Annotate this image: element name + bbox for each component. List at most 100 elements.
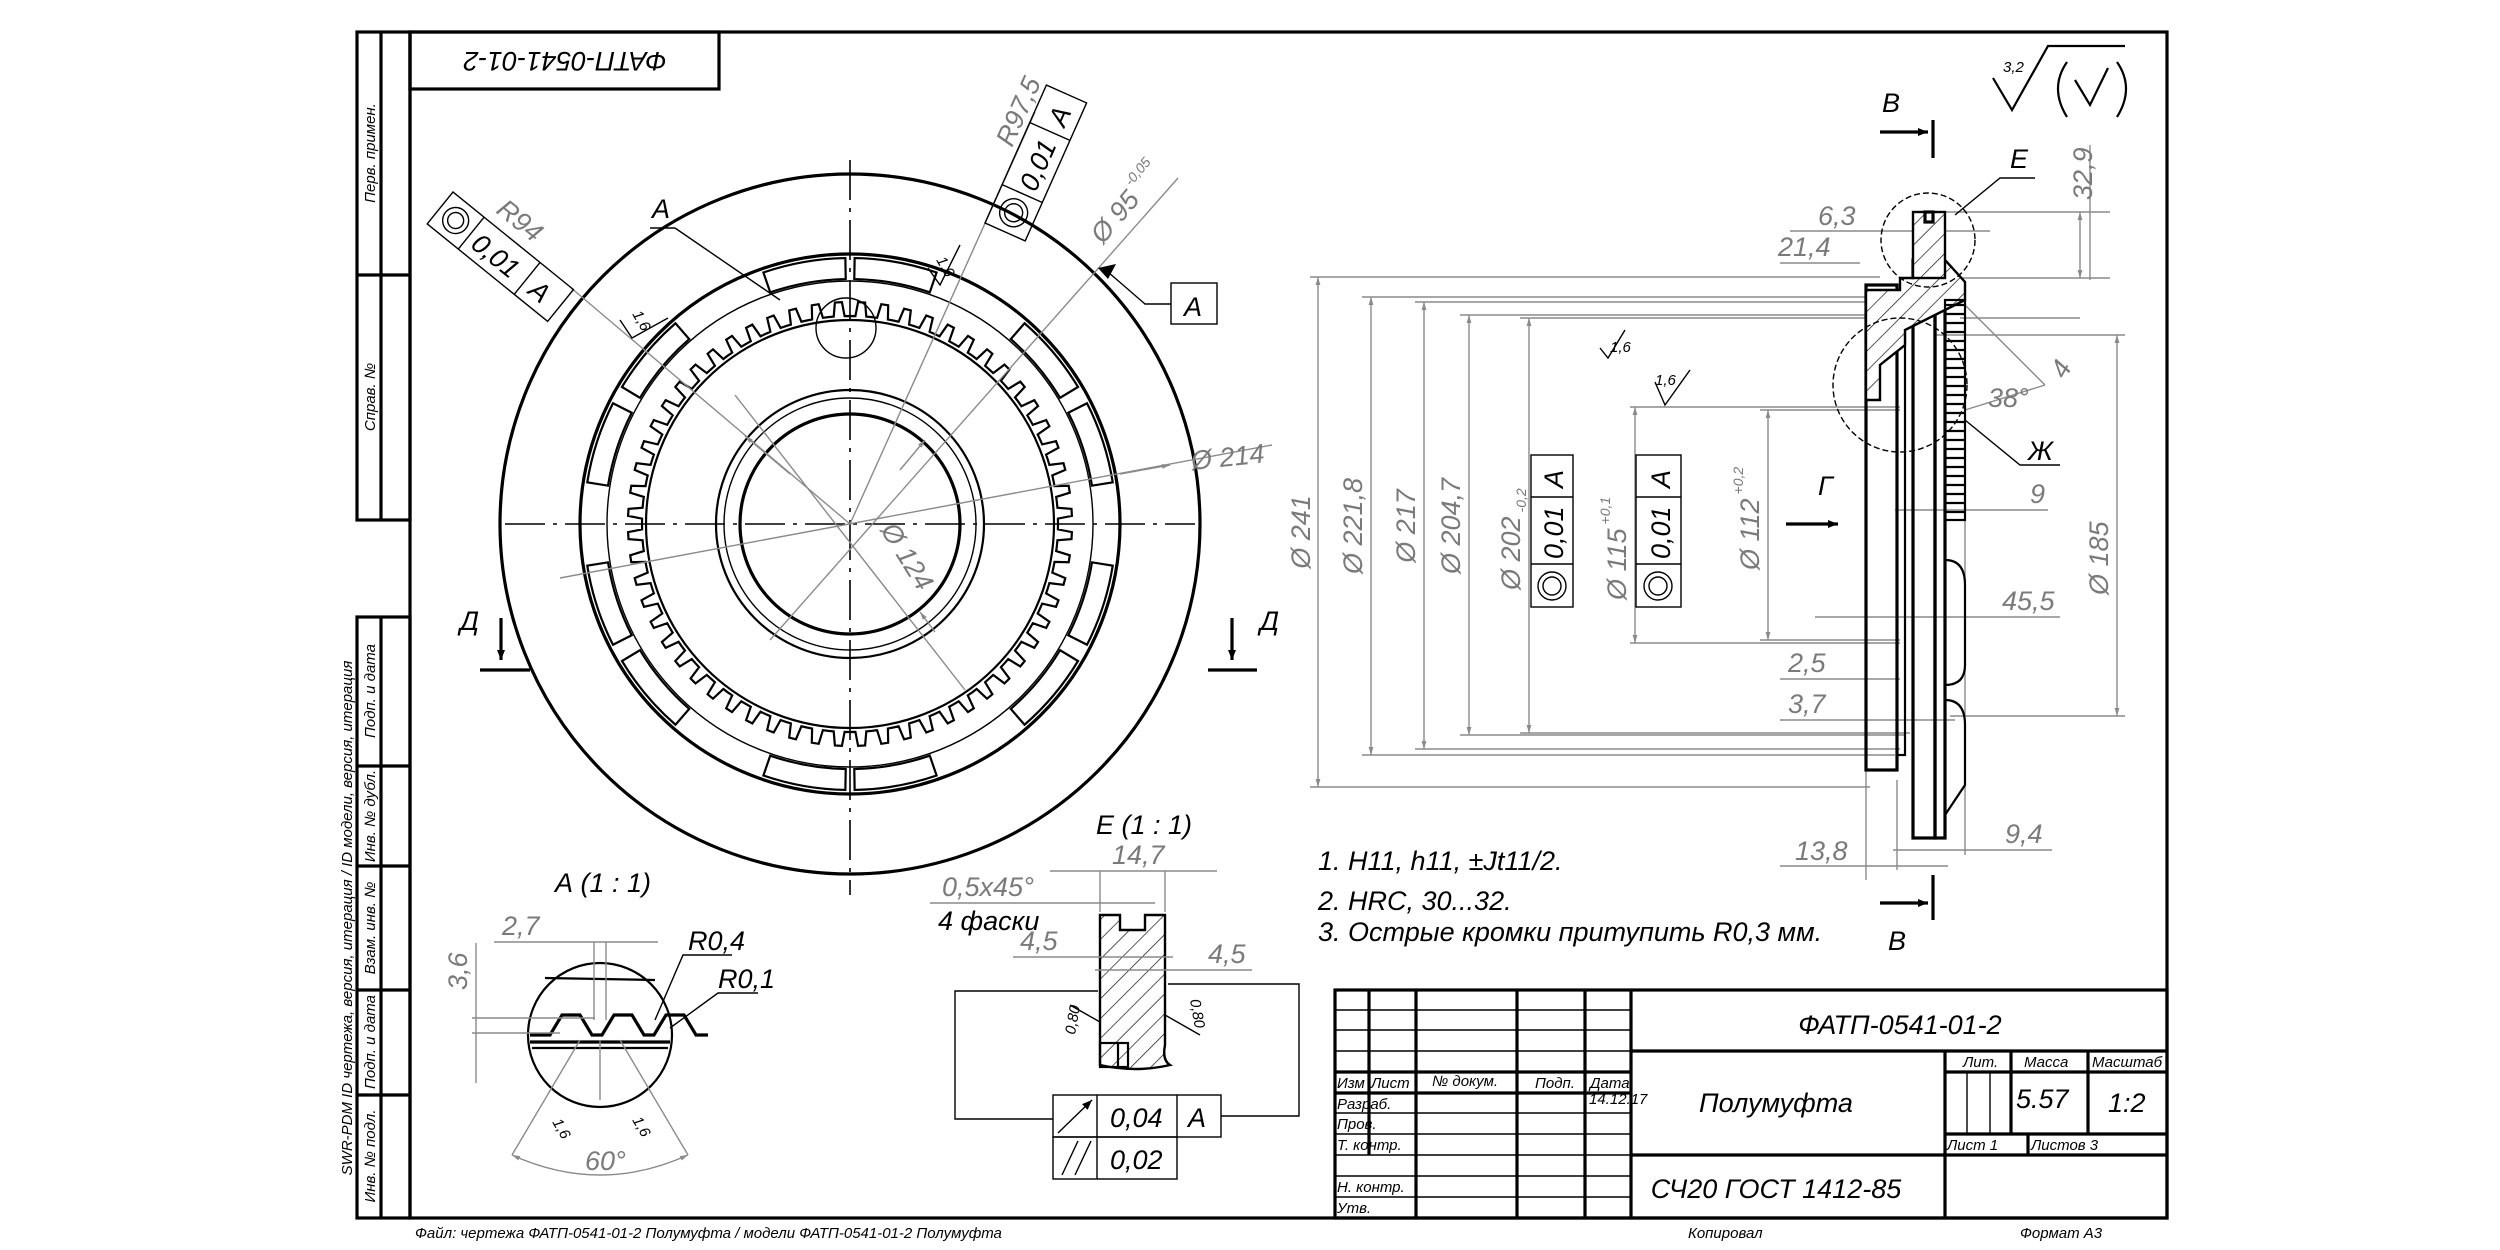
dim-d185: Ø 185	[2084, 520, 2114, 596]
tb-sheets: Листов 3	[2030, 1137, 2099, 1154]
section-marker-b-bottom: В	[1888, 926, 1906, 956]
tb-row-nkontr: Н. контр.	[1337, 1179, 1405, 1196]
datum-a-label: A	[1182, 292, 1202, 322]
tb-col-izm: Изм	[1337, 1075, 1365, 1092]
chamfer-note: 4 фаски	[938, 906, 1039, 936]
roughness-detail-a-2: 1,6	[629, 1114, 654, 1141]
roughness-section-b: 1,6	[1655, 372, 1677, 389]
tb-scale-label: Масштаб	[2092, 1054, 2163, 1071]
dim-3-6: 3,6	[443, 951, 473, 990]
dim-2-7: 2,7	[501, 911, 541, 941]
svg-text:A: A	[1646, 470, 1676, 490]
fcf-concentricity-top: 0,01 A	[984, 84, 1088, 242]
tb-date: 14.12.17	[1589, 1091, 1648, 1108]
strip-label-sprav-no: Справ. №	[362, 363, 379, 431]
tb-col-date: Дата	[1588, 1075, 1630, 1092]
detail-e	[930, 870, 1300, 1180]
dim-6-3: 6,3	[1818, 201, 1856, 231]
section-view	[1310, 44, 2128, 920]
tb-row-tkontr: Т. контр.	[1337, 1137, 1402, 1154]
dim-2-5: 2,5	[1787, 648, 1827, 678]
runout-icon	[1057, 1099, 1093, 1134]
roughness-e-left: 0,80	[1062, 1003, 1084, 1035]
fcf-runout-datum: A	[1186, 1103, 1206, 1133]
slot	[1066, 401, 1114, 487]
tb-mass: 5.57	[2016, 1084, 2070, 1114]
dim-9: 9	[2030, 479, 2045, 509]
angle-60: 60°	[585, 1146, 626, 1176]
strip-label-podp-data-1: Подп. и дата	[362, 644, 379, 738]
tb-row-razrab: Разраб.	[1337, 1096, 1391, 1113]
svg-text:0,01: 0,01	[1646, 506, 1676, 559]
main-view	[480, 111, 1273, 895]
tb-name: Полумуфта	[1699, 1088, 1853, 1118]
tb-col-sign: Подп.	[1535, 1075, 1575, 1092]
dim-d202: Ø 202-0,2	[1496, 488, 1529, 591]
view-a-label: А	[650, 194, 670, 224]
svg-text:A: A	[1042, 102, 1078, 132]
slot	[853, 754, 938, 792]
spline-teeth	[1945, 303, 1965, 514]
slot	[1066, 561, 1114, 647]
radius-r0-1: R0,1	[718, 964, 775, 994]
dim-4-5-left: 4,5	[1020, 926, 1059, 956]
svg-text:A: A	[1539, 470, 1569, 490]
dim-d115: Ø 115+0,1	[1597, 497, 1632, 601]
fcf-section-d115: 0,01 A	[1635, 454, 1682, 608]
roughness-general-value: 3,2	[2003, 59, 2025, 76]
gear-teeth	[626, 300, 1074, 748]
roughness-section-a: 1,6	[1610, 339, 1632, 356]
tb-lit-label: Лит.	[1962, 1054, 1998, 1071]
detail-marker-zh: Ж	[2026, 436, 2055, 466]
detail-e-title: Е (1 : 1)	[1096, 810, 1192, 840]
detail-marker-e: Е	[2010, 144, 2029, 174]
slot	[620, 321, 691, 400]
parallelism-icon	[1061, 1140, 1079, 1176]
dim-14-7: 14,7	[1112, 840, 1166, 870]
dim-4: 4	[2044, 355, 2077, 383]
tb-mass-label: Масса	[2024, 1054, 2068, 1071]
concentricity-icon	[998, 198, 1029, 228]
tb-col-list: Лист	[1370, 1075, 1410, 1092]
tb-row-utv: Утв.	[1336, 1200, 1371, 1217]
slot	[1009, 321, 1080, 400]
slot	[762, 256, 847, 294]
footer-format: Формат А3	[2020, 1225, 2103, 1242]
tb-scale: 1:2	[2108, 1088, 2146, 1118]
pdm-id-label: SWR-PDM ID чертежа, версия, итерация / I…	[339, 661, 356, 1176]
note-3: 3. Острые кромки притупить R0,3 мм.	[1318, 917, 1822, 947]
dim-32-9: 32,9	[2068, 147, 2098, 200]
dim-d204-7: Ø 204,7	[1436, 477, 1466, 575]
strip-label-inv-podl: Инв. № подл.	[362, 1109, 379, 1202]
dim-d214: Ø 214	[1188, 438, 1265, 476]
roughness-detail-a-1: 1,6	[549, 1116, 574, 1143]
tb-col-doc: № докум.	[1432, 1073, 1498, 1090]
strip-label-podp-data-2: Подп. и дата	[362, 995, 379, 1089]
title-block	[1333, 988, 2169, 1220]
detail-a-title: А (1 : 1)	[553, 868, 651, 898]
dim-9-4: 9,4	[2005, 819, 2043, 849]
section-marker-d-left: Д	[457, 606, 479, 636]
dim-4-5-right: 4,5	[1208, 939, 1247, 969]
dim-d217: Ø 217	[1391, 488, 1421, 564]
dim-21-4: 21,4	[1777, 232, 1831, 262]
svg-text:0,01: 0,01	[1539, 506, 1569, 559]
dim-3-7: 3,7	[1788, 689, 1827, 719]
fcf-section-d202: 0,01 A	[1530, 454, 1574, 608]
header-code-inverted: ФАТП-0541-01-2	[463, 46, 666, 76]
footer-copied: Копировал	[1688, 1225, 1763, 1242]
view-marker-g: Г	[1818, 471, 1835, 501]
footer-file: Файл: чертежа ФАТП-0541-01-2 Полумуфта /…	[415, 1225, 1002, 1242]
tb-row-prov: Пров.	[1337, 1116, 1377, 1133]
slot	[853, 256, 938, 294]
strip-label-perv-primen: Перв. примен.	[362, 103, 379, 203]
slot-ring	[586, 256, 1114, 792]
roughness-e-right: 0,80	[1186, 998, 1208, 1030]
strip-label-vzam-inv: Взам. инв. №	[362, 882, 379, 975]
dim-d124: Ø 124	[874, 516, 939, 595]
section-marker-d-right: Д	[1257, 606, 1279, 636]
note-2: 2. HRC, 30...32.	[1317, 886, 1512, 916]
tb-designation: ФАТП-0541-01-2	[1798, 1010, 2001, 1040]
dim-d241: Ø 241	[1286, 495, 1316, 570]
dim-angle-38: 38°	[1988, 383, 2029, 413]
